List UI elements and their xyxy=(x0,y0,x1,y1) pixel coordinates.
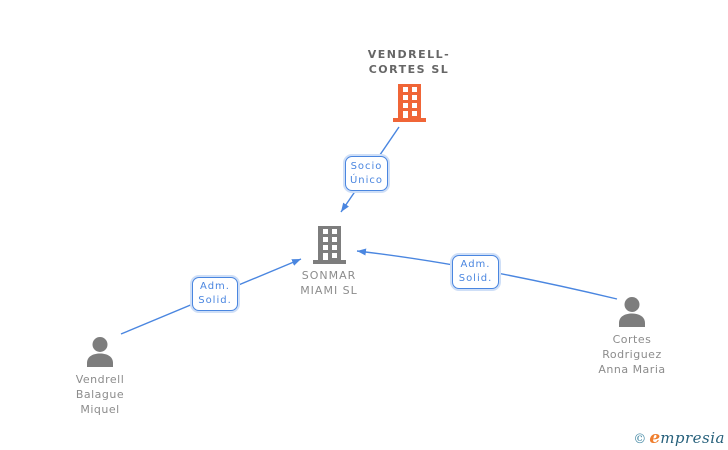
company-name-line: CORTES SL xyxy=(368,63,450,76)
copyright-symbol: © xyxy=(633,432,647,447)
edge-label-line: Solid. xyxy=(458,273,493,284)
person-name-line: Vendrell xyxy=(75,373,125,386)
building-icon xyxy=(312,226,346,264)
edge-label-line: Socio xyxy=(350,160,383,172)
person-name-line: Balague xyxy=(75,388,125,401)
edge-label-line: Solid. xyxy=(198,295,232,306)
edge-label-line: Único xyxy=(349,174,384,186)
edge-label-socio-unico: Socio Único xyxy=(345,156,388,191)
person-name-line: Rodriguez xyxy=(602,348,662,361)
company-name-line: SONMAR xyxy=(301,269,357,282)
node-person-cortes-rodriguez[interactable]: Cortes Rodriguez Anna Maria xyxy=(557,297,707,377)
edge-label-line: Adm. xyxy=(200,281,230,292)
company-name-line: VENDRELL- xyxy=(367,48,451,61)
person-name-line: Anna Maria xyxy=(598,363,666,376)
edge-label-line: Adm. xyxy=(460,259,491,270)
person-name-line: Cortes xyxy=(612,333,652,346)
edge-label-adm-solid-left: Adm. Solid. xyxy=(192,277,238,311)
edge-label-adm-solid-right: Adm. Solid. xyxy=(452,255,499,289)
person-icon xyxy=(619,297,645,327)
node-company-sonmar-miami[interactable]: SONMAR MIAMI SL xyxy=(254,226,404,298)
building-icon xyxy=(392,84,426,122)
node-company-vendrell-cortes[interactable]: VENDRELL- CORTES SL xyxy=(334,47,484,122)
person-name-line: Miquel xyxy=(80,403,120,416)
person-icon xyxy=(87,337,113,367)
empresia-logo-text: mpresia xyxy=(660,429,725,447)
node-person-vendrell-balague[interactable]: Vendrell Balague Miquel xyxy=(25,337,175,417)
company-name-line: MIAMI SL xyxy=(300,284,358,297)
empresia-logo-initial: e xyxy=(649,428,661,448)
empresia-logo: ©empresia xyxy=(633,428,725,448)
